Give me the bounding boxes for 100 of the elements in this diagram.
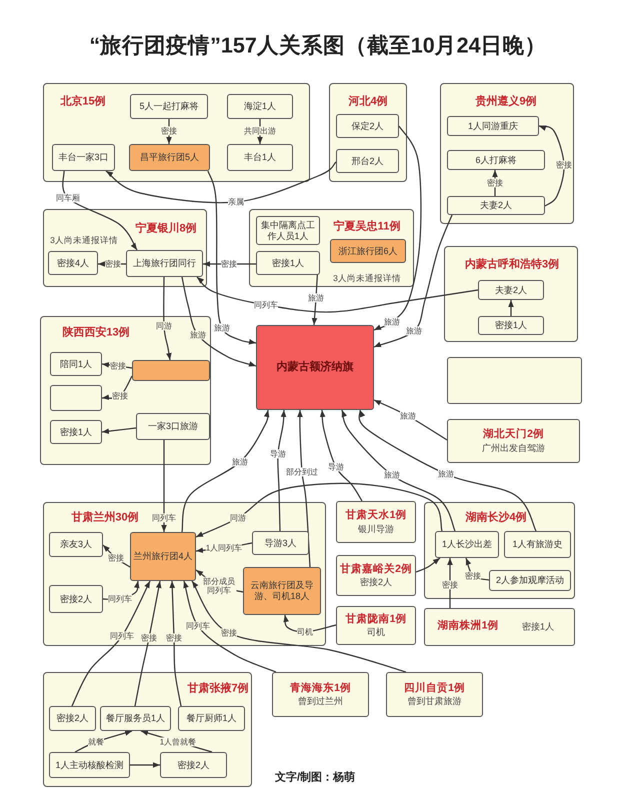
box-text: 密接2人 <box>360 577 392 588</box>
arrow <box>102 376 133 400</box>
box-text: 司机 <box>367 627 385 638</box>
highlighted-box: 云南旅行团及导游、司机18人 <box>243 567 321 615</box>
text-box: 夫妻2人 <box>447 196 545 215</box>
edge-label: 同列车 <box>254 300 278 310</box>
arrow <box>163 277 172 360</box>
edge-label: 同车厢 <box>56 193 80 203</box>
text-box: 密接2人 <box>49 706 96 731</box>
edge-label: 1人同列车 <box>206 543 242 553</box>
text-box: 导游3人 <box>252 531 309 555</box>
box-text: 曾到过兰州 <box>298 696 343 708</box>
arrow <box>134 580 162 706</box>
edge-label: 密接 <box>105 259 121 269</box>
text-box: 保定2人 <box>336 114 399 138</box>
box-heading: 湖南株洲1例 <box>438 620 498 632</box>
box-text: 密接1人 <box>522 622 554 632</box>
text-box: 密接2人 <box>49 585 103 613</box>
arrow <box>106 162 336 204</box>
edge-label: 旅游 <box>406 326 422 336</box>
box-heading: 青海海东1例 <box>290 682 351 694</box>
region-heading: 陕西西安13例 <box>62 326 130 340</box>
edge-label: 密接 <box>442 580 458 590</box>
edge-label: 同游 <box>230 513 246 523</box>
group-panel <box>440 83 574 224</box>
arrow <box>191 580 406 673</box>
box-heading: 四川自贡1例 <box>404 682 465 694</box>
box-heading: 甘肃陇南1例 <box>346 612 406 626</box>
arrow <box>341 410 456 532</box>
arrow <box>183 580 276 673</box>
edge-label: 旅游 <box>438 469 454 479</box>
arrow <box>374 214 453 348</box>
highlighted-box: 内蒙古额济纳旗 <box>256 325 374 410</box>
edge-label: 部分成员同列车 <box>201 576 237 596</box>
edge-label: 同游 <box>156 321 172 331</box>
edge-label: 密接 <box>221 259 237 269</box>
box-text: 银川导游 <box>358 524 394 535</box>
highlighted-box: 浙江旅行团6人 <box>330 239 406 263</box>
note-text: 3人尚未通报详情 <box>333 272 401 284</box>
text-box: 密接1人 <box>478 316 544 335</box>
region-heading: 宁夏吴忠11例 <box>334 220 400 234</box>
text-box: 密接1人 <box>50 420 102 444</box>
text-box: 邢台2人 <box>336 149 399 173</box>
edge-label: 旅游 <box>308 293 324 303</box>
edge-label: 1人曾就餐 <box>160 737 196 747</box>
text-box: 丰台一家3口 <box>52 144 115 171</box>
region-heading: 甘肃张掖7例 <box>187 682 249 696</box>
text-box <box>336 555 416 596</box>
arrow <box>508 300 514 316</box>
text-box <box>424 608 575 646</box>
box-heading: 湖北天门2例 <box>483 428 544 441</box>
arrow <box>374 399 448 440</box>
edge-label: 就餐 <box>88 737 104 747</box>
box-text: 曾到甘肃旅游 <box>408 696 462 708</box>
box-heading: 甘肃天水1例 <box>346 509 406 522</box>
edge-label: 旅游 <box>384 317 400 327</box>
edge-label: 亲属 <box>228 197 244 207</box>
edge-label: 同列车 <box>110 631 134 641</box>
group-panel <box>424 502 575 599</box>
group-panel <box>40 316 211 465</box>
box-heading: 甘肃嘉峪关2例 <box>340 562 412 576</box>
arrow <box>102 427 136 434</box>
text-box: 集中隔离点工作人员1人 <box>256 216 320 245</box>
edge-label: 密接 <box>141 633 157 643</box>
box-text: 广州出发自驾游 <box>482 442 545 454</box>
text-box: 夫妻2人 <box>478 280 544 300</box>
arrow <box>447 558 453 608</box>
text-box: 6人打麻将 <box>447 150 545 170</box>
arrow <box>297 410 311 568</box>
edge-label: 密接 <box>166 633 182 643</box>
arrow <box>196 276 478 313</box>
text-box: 5人一起打麻将 <box>130 94 208 119</box>
text-box: 陪同1人 <box>50 352 102 376</box>
arrow <box>181 410 270 532</box>
text-box: 1人长沙出差 <box>435 531 499 558</box>
edge-label: 密接 <box>110 361 126 371</box>
group-panel <box>329 83 407 182</box>
edge-label: 密接 <box>465 571 481 581</box>
highlighted-box: 昌平旅行团5人 <box>129 144 210 171</box>
highlighted-box: 兰州旅行团4人 <box>130 532 196 581</box>
region-heading: 内蒙古呼和浩特3例 <box>464 258 560 272</box>
edge-label: 旅游 <box>232 457 248 467</box>
edge-label: 同列车 <box>152 513 176 523</box>
edge-label: 部分到过 <box>286 467 318 477</box>
note-text: 3人尚未通报详情 <box>50 234 118 246</box>
arrow <box>416 558 440 573</box>
arrow <box>492 170 498 196</box>
region-heading: 湖南长沙4例 <box>465 511 527 525</box>
text-box: 海淀1人 <box>227 94 293 119</box>
group-panel <box>43 83 310 182</box>
group-panel <box>43 502 326 646</box>
arrow <box>161 440 167 532</box>
group-panel <box>43 672 252 787</box>
arrow <box>71 580 151 706</box>
edge-label: 旅游 <box>400 411 416 421</box>
edge-label: 导游 <box>328 462 344 472</box>
edge-label: 旅游 <box>190 330 206 340</box>
region-heading: 北京15例 <box>60 95 106 109</box>
edge-label: 导游 <box>270 449 286 459</box>
group-panel <box>249 209 414 287</box>
